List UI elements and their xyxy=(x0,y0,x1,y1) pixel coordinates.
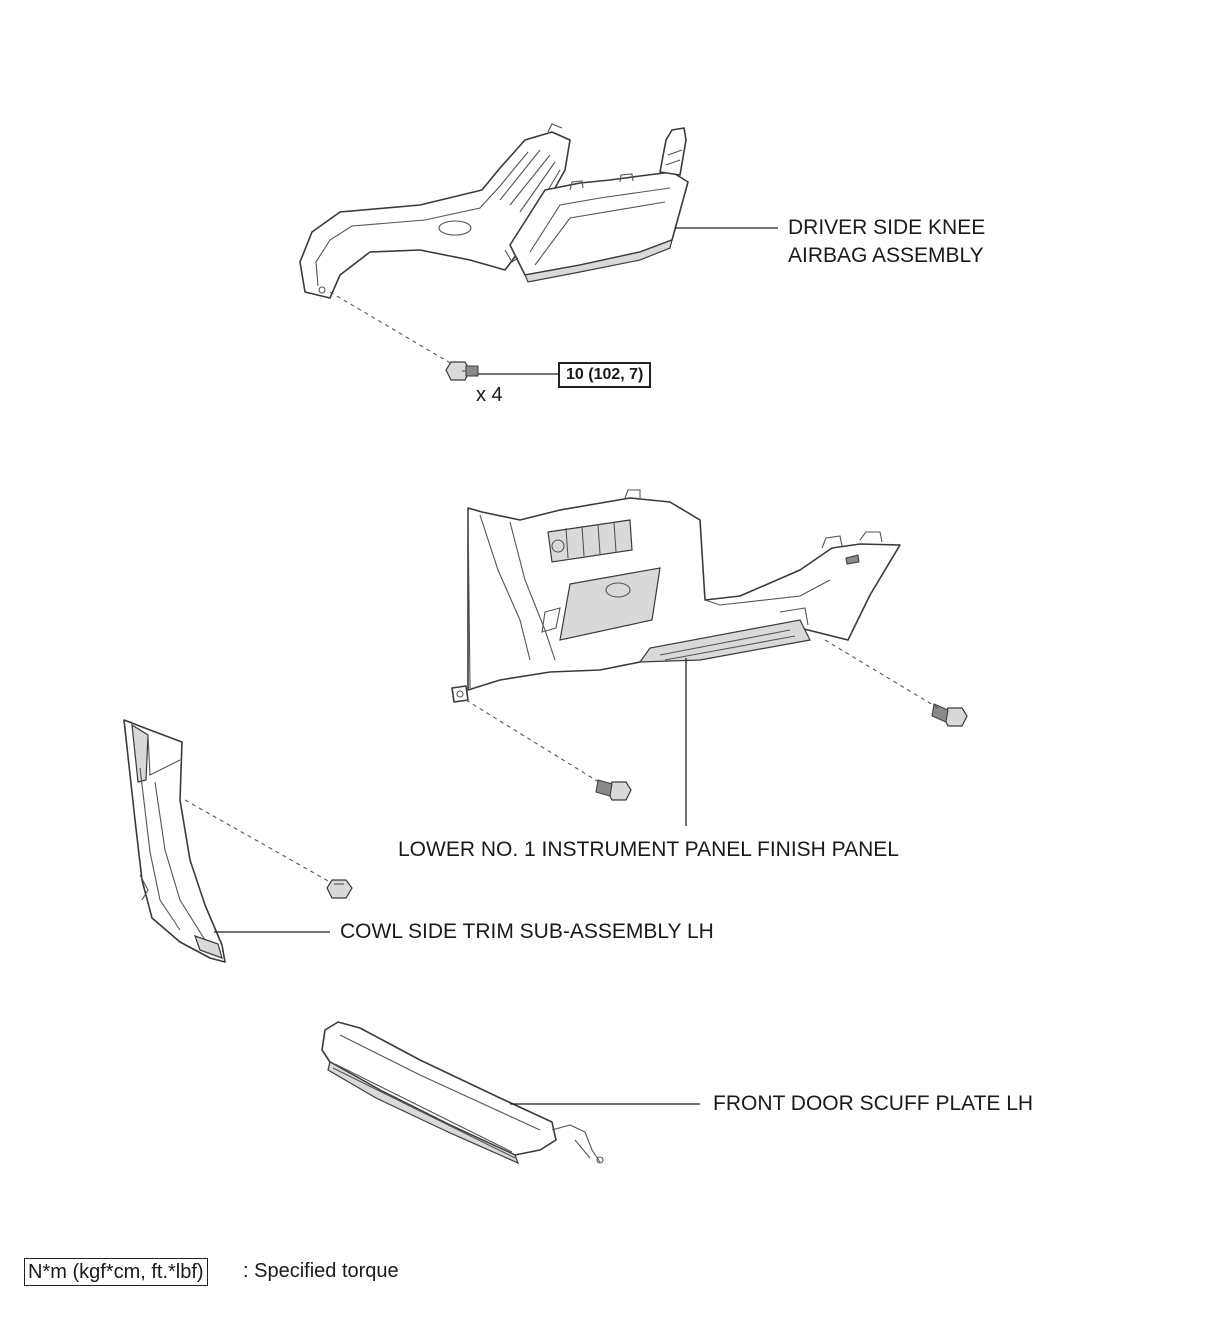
cowl-trim-label: COWL SIDE TRIM SUB-ASSEMBLY LH xyxy=(340,920,714,943)
knee-airbag-assembly xyxy=(299,123,689,299)
finish-panel xyxy=(451,489,901,703)
finish-panel-bolt-guideline-right xyxy=(824,639,939,709)
clip-icon xyxy=(326,879,353,899)
torque-spec-box: 10 (102, 7) xyxy=(558,362,652,388)
finish-panel-label: LOWER NO. 1 INSTRUMENT PANEL FINISH PANE… xyxy=(398,838,899,861)
legend-description: : Specified torque xyxy=(243,1260,399,1282)
scuff-plate xyxy=(321,1021,604,1165)
knee-airbag-bolt-guideline xyxy=(329,291,453,365)
bolt-quantity: x 4 xyxy=(476,384,503,406)
knee-airbag-label-line1: DRIVER SIDE KNEE xyxy=(788,216,986,239)
knee-airbag-label-line2: AIRBAG ASSEMBLY xyxy=(788,244,984,267)
cowl-trim-clip-guideline xyxy=(184,799,331,883)
bolt-icon xyxy=(445,361,479,381)
finish-panel-bolt-guideline-left xyxy=(465,699,603,785)
scuff-plate-label: FRONT DOOR SCUFF PLATE LH xyxy=(713,1092,1034,1115)
bolt-icon xyxy=(931,703,968,727)
bolt-icon xyxy=(595,779,632,801)
cowl-side-trim xyxy=(123,719,226,963)
legend-unit-box: N*m (kgf*cm, ft.*lbf) xyxy=(24,1258,208,1286)
